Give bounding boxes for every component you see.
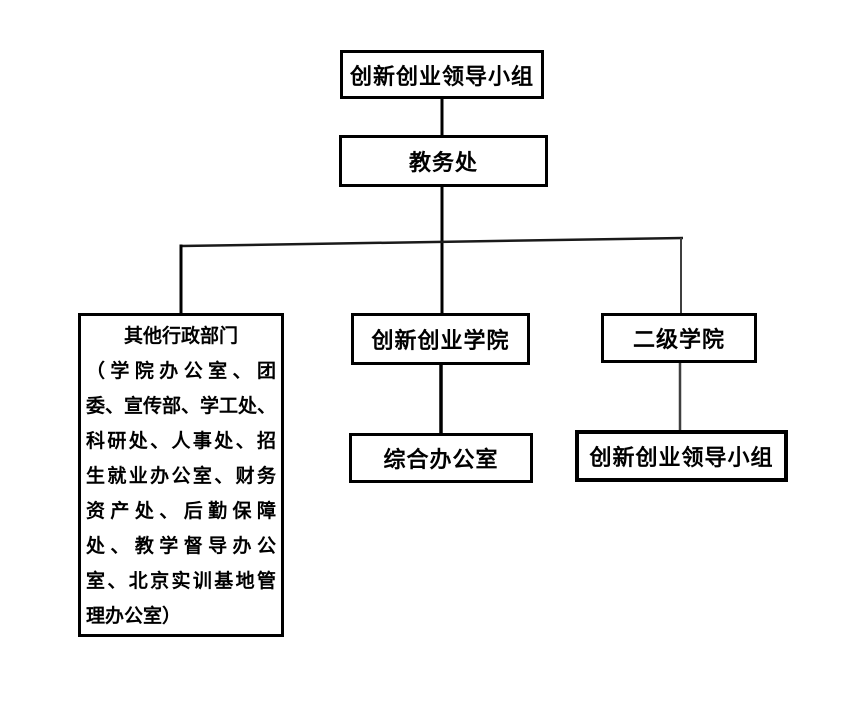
other-departments-line: 科研处、人事处、招 xyxy=(86,431,276,452)
other-departments-line: 委、宣传部、学工处、 xyxy=(86,396,277,417)
node-academic-affairs-office: 教务处 xyxy=(339,135,548,187)
other-departments-line: 处、教学督导办公 xyxy=(86,536,276,557)
other-departments-line: 室、北京实训基地管 xyxy=(86,571,276,592)
node-general-office: 综合办公室 xyxy=(349,433,533,483)
other-departments-line: 理办公室） xyxy=(86,606,182,627)
node-college-leading-group-label: 创新创业领导小组 xyxy=(589,445,774,470)
node-academic-affairs-office-label: 教务处 xyxy=(408,150,478,175)
node-secondary-colleges: 二级学院 xyxy=(601,313,757,363)
node-innovation-entrepreneurship-college: 创新创业学院 xyxy=(351,313,530,365)
node-college-leading-group: 创新创业领导小组 xyxy=(575,430,788,482)
connector-horizontal-branch xyxy=(180,236,684,248)
node-secondary-colleges-label: 二级学院 xyxy=(632,327,725,352)
other-departments-line: 资产处、后勤保障 xyxy=(86,501,276,522)
node-leading-group: 创新创业领导小组 xyxy=(340,50,544,99)
other-departments-title: 其他行政部门 xyxy=(123,326,238,347)
node-general-office-label: 综合办公室 xyxy=(383,447,499,472)
node-other-admin-departments: 其他行政部门 （学院办公室、团 委、宣传部、学工处、 科研处、人事处、招 生就业… xyxy=(78,313,284,637)
node-innovation-college-label: 创新创业学院 xyxy=(371,328,510,353)
node-leading-group-label: 创新创业领导小组 xyxy=(349,63,534,89)
other-departments-line: （学院办公室、团 xyxy=(86,361,276,382)
other-departments-line: 生就业办公室、财务 xyxy=(86,466,276,487)
